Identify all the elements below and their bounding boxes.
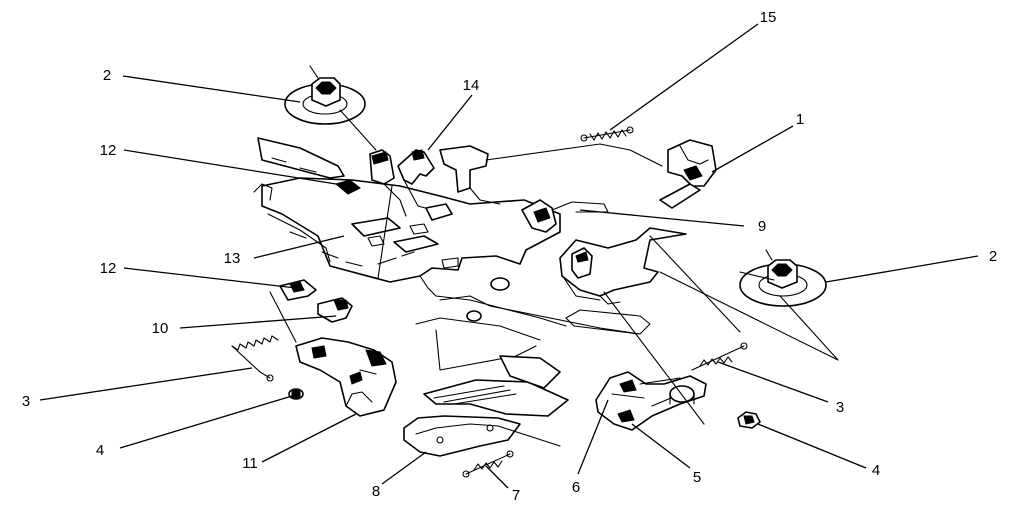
- part-13-main-chassis: [253, 177, 567, 327]
- part-12-upper: [257, 137, 361, 195]
- part-12-lower: [279, 279, 317, 301]
- callout-3-right: 3: [836, 399, 844, 416]
- part-2-reel-upper: [284, 65, 377, 151]
- leader-12-lower: [123, 267, 297, 289]
- part-1-lever: [659, 139, 717, 209]
- callout-15: 15: [760, 9, 777, 26]
- leader-4-left: [119, 395, 293, 449]
- leader-11: [261, 413, 357, 463]
- leader-3-right: [717, 361, 829, 403]
- part-15-spring: [580, 126, 634, 142]
- part-spindle-upper: [369, 149, 407, 217]
- callout-12-upper: 12: [100, 142, 117, 159]
- leader-15: [609, 23, 759, 131]
- callout-7: 7: [512, 487, 520, 504]
- callout-13: 13: [224, 250, 241, 267]
- part-2-reel-right: [739, 249, 827, 307]
- leader-4-right: [757, 423, 867, 469]
- leader-9: [579, 209, 745, 227]
- callout-9: 9: [758, 218, 766, 235]
- leader-8: [381, 451, 427, 485]
- leader-lines: [39, 23, 979, 489]
- leader-2-upper: [122, 75, 301, 103]
- callout-6: 6: [572, 479, 580, 496]
- callout-14: 14: [463, 77, 480, 94]
- callout-2-upper: 2: [103, 67, 111, 84]
- part-10-link: [269, 291, 353, 343]
- leader-6: [577, 399, 609, 475]
- part-4-clip-right: [737, 411, 761, 429]
- callout-5: 5: [693, 469, 701, 486]
- part-11-side-bracket: [295, 337, 397, 417]
- part-3-spring-left: [231, 335, 279, 382]
- leader-10: [179, 315, 337, 329]
- callout-2-right: 2: [989, 248, 997, 265]
- part-9-gear-assembly: [521, 199, 609, 233]
- part-4-clip-left: [288, 388, 304, 400]
- callout-4-left: 4: [96, 442, 104, 459]
- callout-12-lower: 12: [100, 260, 117, 277]
- callout-labels: 15 2 14 1 12 9 13 2 12 10 3 3 4 4 11 5 6…: [22, 9, 997, 504]
- part-guide-rod: [439, 277, 651, 335]
- callout-1: 1: [796, 111, 804, 128]
- part-5-cylinder: [639, 377, 695, 405]
- part-linkage-arm: [425, 143, 663, 221]
- leader-2-right: [825, 255, 979, 283]
- leader-1: [711, 125, 794, 173]
- callout-4-right: 4: [872, 462, 880, 479]
- part-14-bracket: [397, 149, 441, 213]
- callout-8: 8: [372, 483, 380, 500]
- leader-7: [485, 465, 509, 489]
- part-right-plate: [559, 227, 687, 305]
- leader-5: [631, 423, 691, 469]
- leader-3-left: [39, 367, 253, 401]
- leader-12-upper: [123, 149, 337, 185]
- part-8-lower-frame: [403, 317, 569, 457]
- callout-10: 10: [152, 320, 169, 337]
- callout-11: 11: [242, 455, 258, 472]
- callout-3-left: 3: [22, 393, 30, 410]
- part-3-spring-right: [691, 342, 748, 371]
- part-7-small-spring: [462, 450, 514, 478]
- leader-14: [427, 94, 473, 151]
- leader-13: [253, 235, 345, 259]
- assembly-reference-lines: [377, 185, 839, 425]
